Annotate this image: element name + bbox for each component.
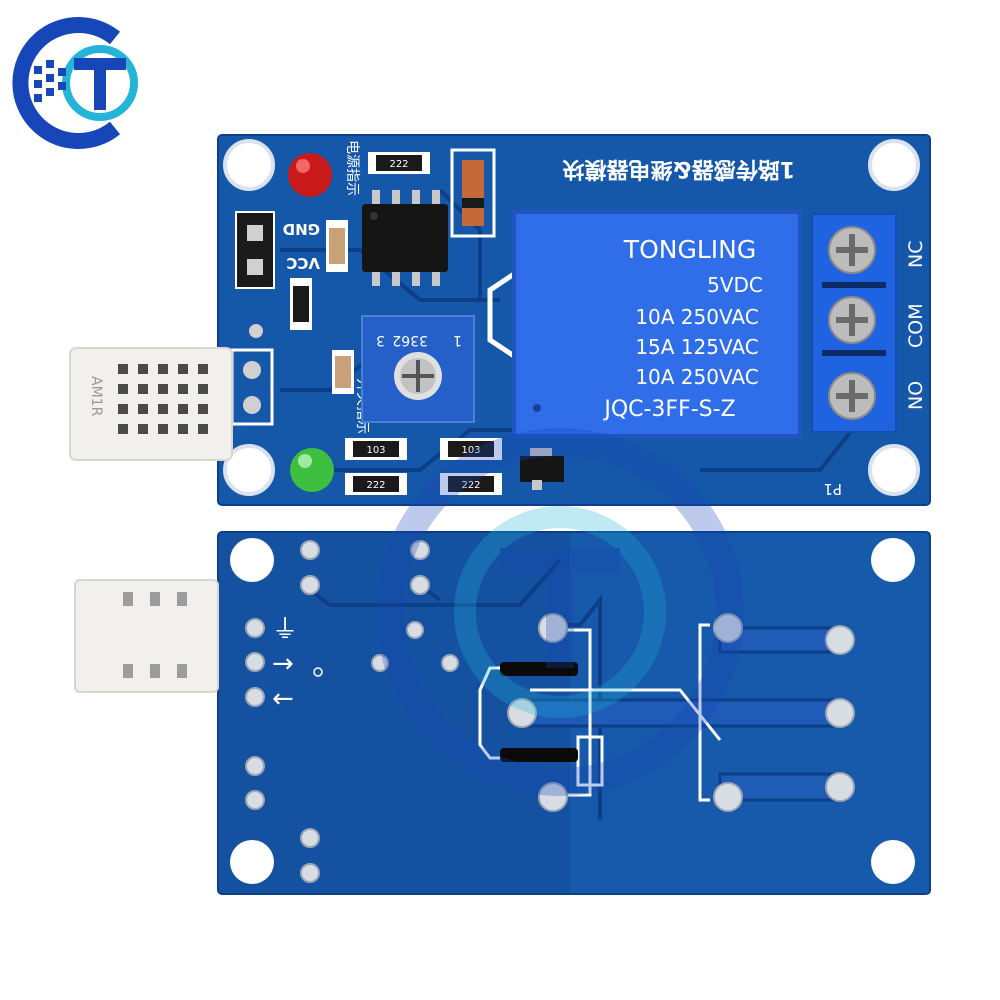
watermark-logo (376, 428, 744, 796)
terminal-no-label: NO (905, 381, 927, 410)
top-relay-board: 电源指示 开关指示 GND VCC 222 103 103 (69, 134, 931, 506)
svg-text:222: 222 (389, 159, 408, 170)
smd-resistor: 222 (368, 152, 430, 174)
terminal-screw (828, 372, 876, 420)
bottom-mounting-holes (230, 538, 915, 884)
output-arrow: ← (272, 684, 294, 714)
potentiometer: 3362 3 1 (361, 315, 475, 423)
svg-text:103: 103 (461, 445, 480, 456)
svg-text:3: 3 (376, 332, 385, 348)
terminal-nc-label: NC (905, 241, 927, 268)
brand-logo (12, 17, 138, 149)
smd-resistor: 222 (440, 473, 502, 495)
green-led (290, 448, 334, 492)
svg-text:1: 1 (453, 332, 462, 348)
sensor-pads (230, 324, 274, 426)
relay-rating-1: 10A 250VAC (635, 305, 758, 329)
relay-rating-2: 15A 125VAC (635, 335, 758, 359)
transistor (520, 448, 564, 490)
top-mounting-holes (223, 139, 920, 496)
relay-brand: TONGLING (623, 235, 756, 264)
board-title: 1路传感器&继电器模块 (562, 156, 795, 182)
diode (450, 148, 496, 238)
gnd-pin-label: GND (283, 220, 320, 238)
smd-capacitor (332, 350, 354, 394)
screw-terminal (811, 213, 897, 433)
humidity-sensor-back (74, 579, 219, 693)
ground-symbol: ⏚ (272, 615, 298, 645)
svg-text:222: 222 (366, 480, 385, 491)
relay-coil-voltage: 5VDC (707, 273, 763, 297)
power-led-label: 电源指示 (344, 140, 360, 196)
input-arrow: → (272, 649, 294, 679)
terminal-screw (828, 226, 876, 274)
smd-resistor: 103 (440, 438, 502, 460)
relay-outline-mark (487, 267, 522, 363)
smd-resistor: 222 (345, 473, 407, 495)
humidity-sensor: AM1R (69, 347, 233, 461)
bottom-relay-board: ⏚ → ← (74, 531, 931, 895)
smd-capacitor (326, 220, 348, 272)
solder-joints (245, 540, 855, 883)
terminal-com-label: COM (905, 303, 927, 348)
red-led (288, 153, 332, 197)
terminal-screw (828, 296, 876, 344)
power-pin-header (235, 211, 275, 289)
vcc-pin-label: VCC (286, 254, 320, 272)
sensor-label: AM1R (88, 376, 104, 417)
relay: TONGLING 5VDC 10A 250VAC 15A 125VAC 10A … (512, 210, 802, 438)
svg-text:103: 103 (366, 445, 385, 456)
pot-label: 3362 (392, 332, 428, 348)
smd-capacitor (290, 278, 312, 330)
relay-model: JQC-3FF-S-Z (602, 397, 735, 422)
ic-chip (362, 190, 448, 286)
svg-text:222: 222 (461, 480, 480, 491)
relay-coil-pads (500, 662, 578, 762)
relay-rating-3: 10A 250VAC (635, 365, 758, 389)
smd-resistor: 103 (345, 438, 407, 460)
relay-silkscreen-symbol (478, 623, 722, 802)
connector-label: P1 (823, 480, 842, 498)
